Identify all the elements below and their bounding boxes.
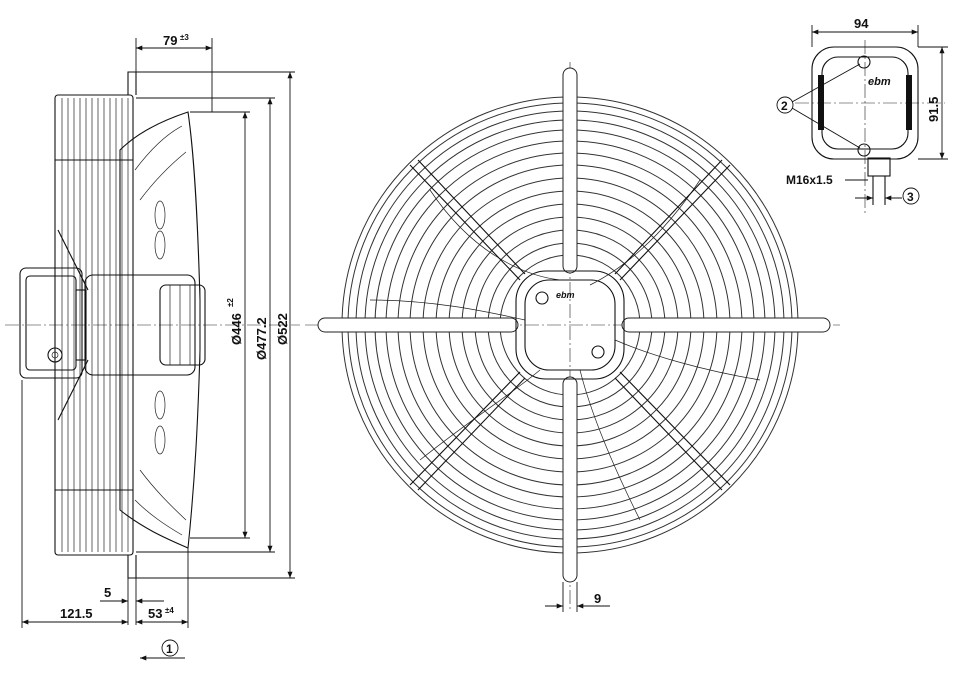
callout-2: 2 bbox=[776, 63, 861, 149]
front-view: ebm 9 bbox=[305, 62, 840, 612]
dim-79: 79 ±3 bbox=[135, 33, 213, 112]
callout-3-label: 3 bbox=[907, 190, 914, 204]
dim-5-label: 5 bbox=[104, 585, 111, 600]
dim-53-label: 53 bbox=[148, 606, 162, 621]
dim-91: 91.5 bbox=[918, 46, 948, 160]
dim-53: 53 ±4 bbox=[136, 548, 189, 628]
side-view: 79 ±3 Ø446 ±2 Ø477.2 Ø522 bbox=[5, 33, 300, 661]
dim-477-label: Ø477.2 bbox=[254, 317, 269, 360]
dim-94: 94 bbox=[811, 16, 919, 47]
tb-cable-gland bbox=[867, 157, 891, 177]
dim-522: Ø522 bbox=[136, 71, 295, 579]
thread-label-text: M16x1.5 bbox=[786, 173, 833, 187]
dim-79-label: 79 bbox=[163, 33, 177, 48]
dim-477: Ø477.2 bbox=[136, 97, 275, 553]
thread-label: M16x1.5 bbox=[786, 173, 868, 187]
dim-522-label: Ø522 bbox=[275, 313, 290, 345]
callout-3: 3 bbox=[855, 187, 920, 205]
side-terminal-box bbox=[19, 267, 87, 379]
dim-53-tolerance: ±4 bbox=[165, 606, 174, 615]
dim-79-tolerance: ±3 bbox=[180, 33, 189, 42]
side-guard bbox=[54, 71, 137, 579]
airflow-marker: 1 bbox=[140, 639, 185, 661]
dim-446-tolerance: ±2 bbox=[226, 298, 235, 307]
front-hub: ebm bbox=[515, 270, 625, 380]
dim-94-label: 94 bbox=[854, 16, 869, 31]
tb-screw-top bbox=[857, 55, 871, 69]
dim-9: 9 bbox=[545, 582, 610, 612]
dim-5: 5 bbox=[100, 578, 164, 625]
front-struts bbox=[317, 67, 831, 583]
dim-446-label: Ø446 bbox=[229, 313, 244, 345]
dim-91-label: 91.5 bbox=[926, 97, 941, 122]
front-blades bbox=[369, 179, 761, 521]
tb-outline bbox=[811, 46, 919, 160]
dim-9-label: 9 bbox=[594, 591, 601, 606]
airflow-marker-label: 1 bbox=[166, 642, 173, 656]
dim-121: 121.5 bbox=[21, 380, 128, 628]
terminal-box-detail: ebm 94 91.5 2 M16x1.5 bbox=[776, 16, 948, 215]
dim-121-label: 121.5 bbox=[60, 606, 93, 621]
dim-446: Ø446 ±2 bbox=[190, 111, 250, 539]
tb-logo: ebm bbox=[868, 76, 891, 88]
front-logo: ebm bbox=[556, 290, 575, 300]
callout-2-label: 2 bbox=[781, 99, 788, 113]
side-motor bbox=[84, 274, 206, 376]
tb-screw-bottom bbox=[857, 143, 871, 157]
